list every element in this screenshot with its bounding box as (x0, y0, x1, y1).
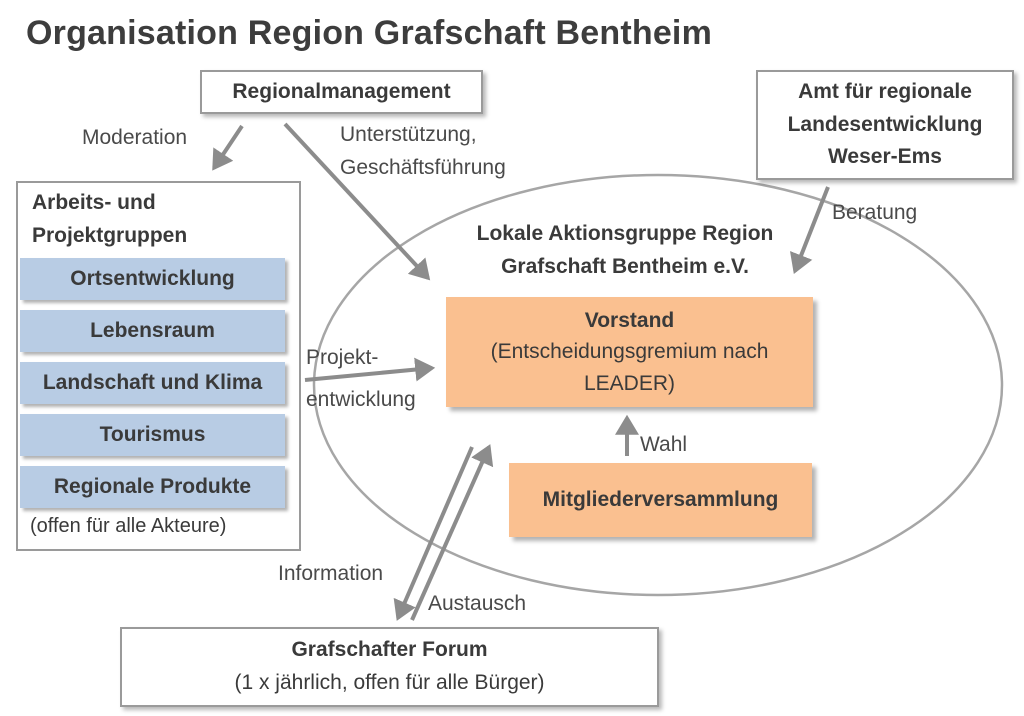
projektgruppen-heading-line-2: Projektgruppen (32, 223, 188, 247)
group-item-regionale-produkte: Regionale Produkte (20, 466, 285, 508)
vorstand-line-2: (Entscheidungsgremium nach (490, 340, 769, 364)
label-unterstuetzung: Unterstützung, (340, 123, 477, 146)
label-entwicklung: entwicklung (306, 388, 416, 411)
amt-line-2: Landesentwicklung (787, 112, 983, 136)
arrow-unterstuetzung (283, 122, 431, 281)
lag-ellipse (312, 173, 1004, 597)
forum-box: Grafschafter Forum (1 x jährlich, offen … (120, 627, 659, 707)
vorstand-box: Vorstand (Entscheidungsgremium nach LEAD… (446, 297, 813, 407)
projektgruppen-footer: (offen für alle Akteure) (30, 515, 227, 537)
forum-title: Grafschafter Forum (291, 638, 488, 662)
label-information: Information (278, 562, 384, 585)
label-moderation: Moderation (82, 126, 188, 149)
vorstand-line-3: LEADER) (583, 371, 676, 395)
mitgliederversammlung-box: Mitgliederversammlung (509, 463, 812, 537)
arrow-austausch (410, 444, 494, 621)
group-item-landschaft-klima: Landschaft und Klima (20, 362, 285, 404)
arrow-projektentwicklung (304, 357, 436, 382)
mitgliederversammlung-label: Mitgliederversammlung (542, 488, 779, 511)
amt-line-3: Weser-Ems (827, 145, 942, 169)
label-projekt: Projekt- (306, 346, 379, 369)
regionalmanagement-box: Regionalmanagement (200, 70, 483, 114)
vorstand-title: Vorstand (584, 308, 675, 332)
forum-subtitle: (1 x jährlich, offen für alle Bürger) (234, 671, 545, 694)
lag-heading: Lokale Aktionsgruppe Region Grafschaft B… (430, 218, 820, 283)
arrow-information (393, 446, 474, 621)
label-geschaeftsfuehrung: Geschäftsführung (340, 156, 506, 179)
page-title: Organisation Region Grafschaft Bentheim (26, 14, 713, 52)
projektgruppen-heading: Arbeits- und Projektgruppen (32, 187, 187, 252)
arrow-beratung (789, 186, 830, 274)
amt-line-1: Amt für regionale (798, 80, 972, 104)
projektgruppen-heading-line-1: Arbeits- und (32, 191, 156, 214)
label-wahl: Wahl (640, 433, 688, 456)
group-item-lebensraum: Lebensraum (20, 310, 285, 352)
group-item-ortsentwicklung: Ortsentwicklung (20, 258, 285, 300)
label-austausch: Austausch (428, 592, 527, 615)
group-item-tourismus: Tourismus (20, 414, 285, 456)
amt-box: Amt für regionale Landesentwicklung Wese… (756, 70, 1014, 180)
lag-heading-line-2: Grafschaft Bentheim e.V. (501, 254, 749, 278)
lag-heading-line-1: Lokale Aktionsgruppe Region (476, 222, 774, 245)
arrow-moderation (212, 124, 244, 171)
label-beratung: Beratung (832, 201, 918, 224)
regionalmanagement-label: Regionalmanagement (232, 80, 451, 103)
